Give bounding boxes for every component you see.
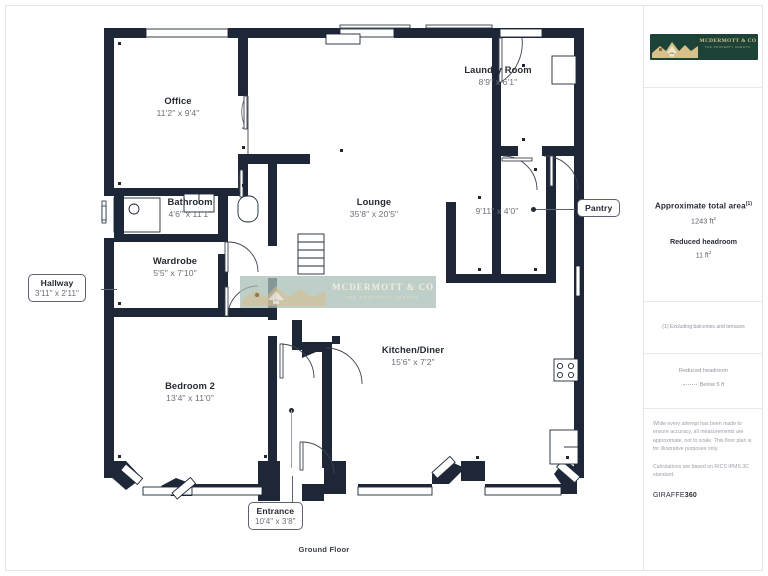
- room-dimensions: 3'11" x 2'11": [35, 289, 79, 298]
- entrance-axis-line: [291, 410, 292, 468]
- room-dimensions: 11'2" x 9'4": [156, 108, 200, 118]
- callout-entrance[interactable]: Entrance 10'4" x 3'8": [248, 502, 303, 530]
- house-hills-logo-icon: [651, 41, 698, 58]
- callout-pantry[interactable]: Pantry: [577, 199, 621, 217]
- floor-plan-drawing: MCDERMOTT & CO THE PROPERTY AGENTS Offic…: [6, 6, 642, 570]
- room-name: Kitchen/Diner: [381, 344, 445, 355]
- callout-leader-hallway: [101, 289, 117, 290]
- total-area-value: 1243 ft2: [644, 216, 763, 225]
- disclaimer-standard-text: Calculations are based on RICS IPMS 3C s…: [653, 463, 750, 479]
- room-label-wardrobe: Wardrobe 5'5" x 7'10": [116, 255, 234, 278]
- total-area-title-sup: (1): [745, 201, 753, 208]
- room-dimensions: 35'8" x 20'5": [349, 209, 399, 219]
- room-label-bathroom: Bathroom 4'6" x 11'1": [128, 196, 252, 219]
- sidebar-logo-section: MCDERMOTT & CO THE PROPERTY AGENTS: [644, 6, 763, 88]
- floor-plan-canvas: MCDERMOTT & CO THE PROPERTY AGENTS Offic…: [6, 6, 642, 570]
- sidebar-disclaimer-section: While every attempt has been made to ens…: [644, 409, 763, 499]
- room-name: Pantry: [585, 203, 613, 213]
- floor-plan-svg: [101, 24, 584, 501]
- reduced-headroom-title: Reduced headroom: [669, 236, 738, 246]
- callout-leader-pantry: [535, 209, 575, 210]
- sidebar-footnote-section: (1) Excluding balconies and terraces: [644, 302, 763, 354]
- total-area-title: Approximate total area(1): [644, 201, 763, 211]
- callout-hallway[interactable]: Hallway 3'11" x 2'11": [28, 274, 86, 302]
- total-area-value-text: 1243 ft: [690, 216, 714, 226]
- room-dimensions: 13'4" x 11'0": [166, 393, 214, 403]
- room-name: Entrance: [256, 506, 295, 516]
- brand-name: MCDERMOTT & CO: [699, 37, 757, 44]
- total-area-block: Approximate total area(1) 1243 ft2 Reduc…: [644, 201, 763, 259]
- sidebar-area-section: Approximate total area(1) 1243 ft2 Reduc…: [644, 88, 763, 302]
- reduced-headroom-value-sup: 2: [708, 249, 712, 255]
- room-dimensions: 5'5" x 7'10": [153, 268, 197, 278]
- room-dimensions: 8'9" x 6'1": [478, 77, 518, 87]
- room-dimensions: 10'4" x 3'8": [255, 517, 296, 526]
- sidebar-legend-section: Reduced headroom Below 5 ft: [644, 354, 763, 409]
- provider-logo: GIRAFFE360: [653, 492, 754, 499]
- room-label-office: Office 11'2" x 9'4": [122, 95, 234, 118]
- watermark-text: MCDERMOTT & CO THE PROPERTY AGENTS: [332, 282, 435, 300]
- legend-reduced-headroom-text: Below 5 ft: [699, 382, 725, 388]
- legend-dash-icon: [682, 384, 697, 386]
- info-sidebar: MCDERMOTT & CO THE PROPERTY AGENTS Appro…: [643, 6, 763, 570]
- legend-reduced-headroom-title: Reduced headroom: [678, 368, 729, 374]
- room-name: Bedroom 2: [165, 380, 215, 391]
- watermark-logo: MCDERMOTT & CO THE PROPERTY AGENTS: [240, 276, 436, 308]
- room-dimensions: 9'11" x 4'0": [475, 206, 519, 216]
- reduced-headroom-value: 11 ft2: [644, 250, 763, 259]
- fixtures-group: [113, 33, 579, 465]
- footnote-excluding: (1) Excluding balconies and terraces: [662, 323, 745, 330]
- room-label-bedroom-2: Bedroom 2 13'4" x 11'0": [128, 380, 252, 403]
- disclaimer-text: While every attempt has been made to ens…: [653, 421, 752, 453]
- house-hills-logo-icon: [242, 286, 326, 306]
- brand-text: MCDERMOTT & CO THE PROPERTY AGENTS: [699, 37, 757, 50]
- room-label-laundry-room: Laundry Room 8'9" x 6'1": [438, 64, 558, 87]
- room-name: Hallway: [40, 278, 74, 288]
- room-label-unnamed-store: 9'11" x 4'0": [458, 206, 536, 216]
- door-swings-group: [227, 37, 579, 475]
- callout-marker-pantry: [531, 207, 536, 212]
- watermark-tagline: THE PROPERTY AGENTS: [345, 294, 419, 300]
- room-dimensions: 4'6" x 11'1": [168, 209, 212, 219]
- brand-logo: MCDERMOTT & CO THE PROPERTY AGENTS: [649, 33, 758, 60]
- windows-group: [101, 24, 581, 500]
- room-dimensions: 15'6" x 7'2": [391, 357, 435, 367]
- room-name: Laundry Room: [464, 64, 532, 75]
- floor-label: Ground Floor: [298, 545, 350, 554]
- reduced-headroom-value-text: 11 ft: [695, 252, 709, 259]
- watermark-brand-name: MCDERMOTT & CO: [332, 282, 435, 292]
- room-label-kitchen-diner: Kitchen/Diner 15'6" x 7'2": [342, 344, 484, 367]
- provider-name-suffix: 360: [684, 491, 698, 499]
- door-leaves-group: [224, 37, 554, 471]
- brand-tagline: THE PROPERTY AGENTS: [704, 45, 751, 49]
- page-frame: [5, 5, 763, 571]
- legend-reduced-headroom-value: Below 5 ft: [644, 382, 763, 388]
- total-area-title-text: Approximate total area: [654, 202, 746, 212]
- room-label-lounge: Lounge 35'8" x 20'5": [322, 196, 426, 219]
- callout-leader-entrance: [292, 476, 293, 502]
- room-name: Lounge: [356, 196, 392, 207]
- room-name: Bathroom: [167, 196, 213, 207]
- dimension-ticks-group: [118, 42, 569, 459]
- room-name: Wardrobe: [152, 255, 198, 266]
- total-area-value-sup: 2: [713, 216, 717, 222]
- room-name: Office: [164, 95, 192, 106]
- provider-name-prefix: GIRAFFE: [653, 491, 685, 499]
